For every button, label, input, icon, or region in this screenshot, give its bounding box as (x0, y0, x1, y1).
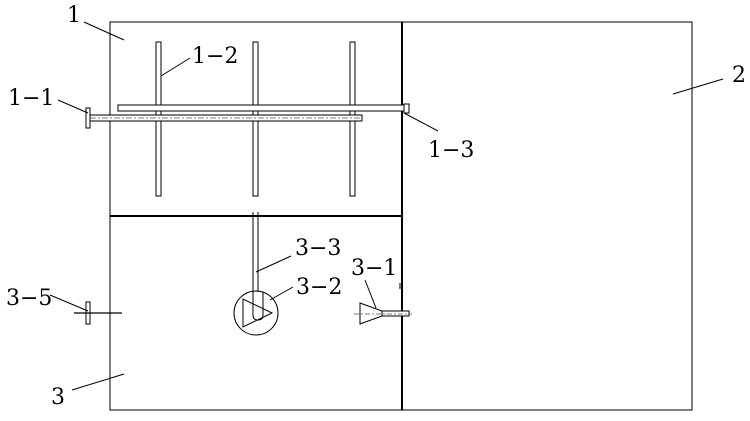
labels: 1 1−1 1−2 1−3 2 3−3 3−2 3−1 3−5 3 (6, 3, 746, 410)
leader-1-3 (403, 112, 439, 132)
label-1-1: 1−1 (8, 86, 54, 111)
leader-3-5 (49, 294, 89, 312)
inlet-flange-1-1 (85, 107, 91, 129)
pipe-3-3 (252, 212, 264, 321)
horizontal-pipe-upper (117, 104, 409, 112)
leader-1-1 (57, 99, 89, 114)
label-3-5: 3−5 (6, 286, 52, 311)
label-3-2: 3−2 (296, 275, 342, 300)
label-1: 1 (67, 3, 81, 28)
horizontal-pipes (85, 103, 410, 129)
pump-3-2-circle (233, 290, 279, 336)
leader-3-1 (364, 279, 377, 309)
outlet-flange-1-3 (403, 103, 410, 114)
nozzle-3-1 (359, 302, 383, 325)
label-3-1: 3−1 (351, 256, 397, 281)
pump-3-2-triangle (242, 298, 274, 328)
tank-3-internals (74, 212, 412, 336)
leader-1 (83, 21, 125, 41)
label-1-3: 1−3 (428, 138, 474, 163)
tanks (109, 21, 693, 411)
leader-1-2 (160, 57, 191, 77)
label-3-3: 3−3 (295, 236, 341, 261)
label-2: 2 (732, 63, 746, 88)
label-3: 3 (51, 385, 65, 410)
tank-2-outline (401, 21, 693, 411)
leader-3-3 (255, 255, 292, 273)
leader-3-2 (269, 286, 294, 301)
label-1-2: 1−2 (192, 44, 238, 69)
nozzle-3-1-pipe (381, 310, 410, 317)
leader-2 (672, 78, 724, 95)
tank-3-outline (109, 215, 403, 411)
leader-lines (49, 21, 724, 391)
leader-3 (71, 373, 125, 391)
